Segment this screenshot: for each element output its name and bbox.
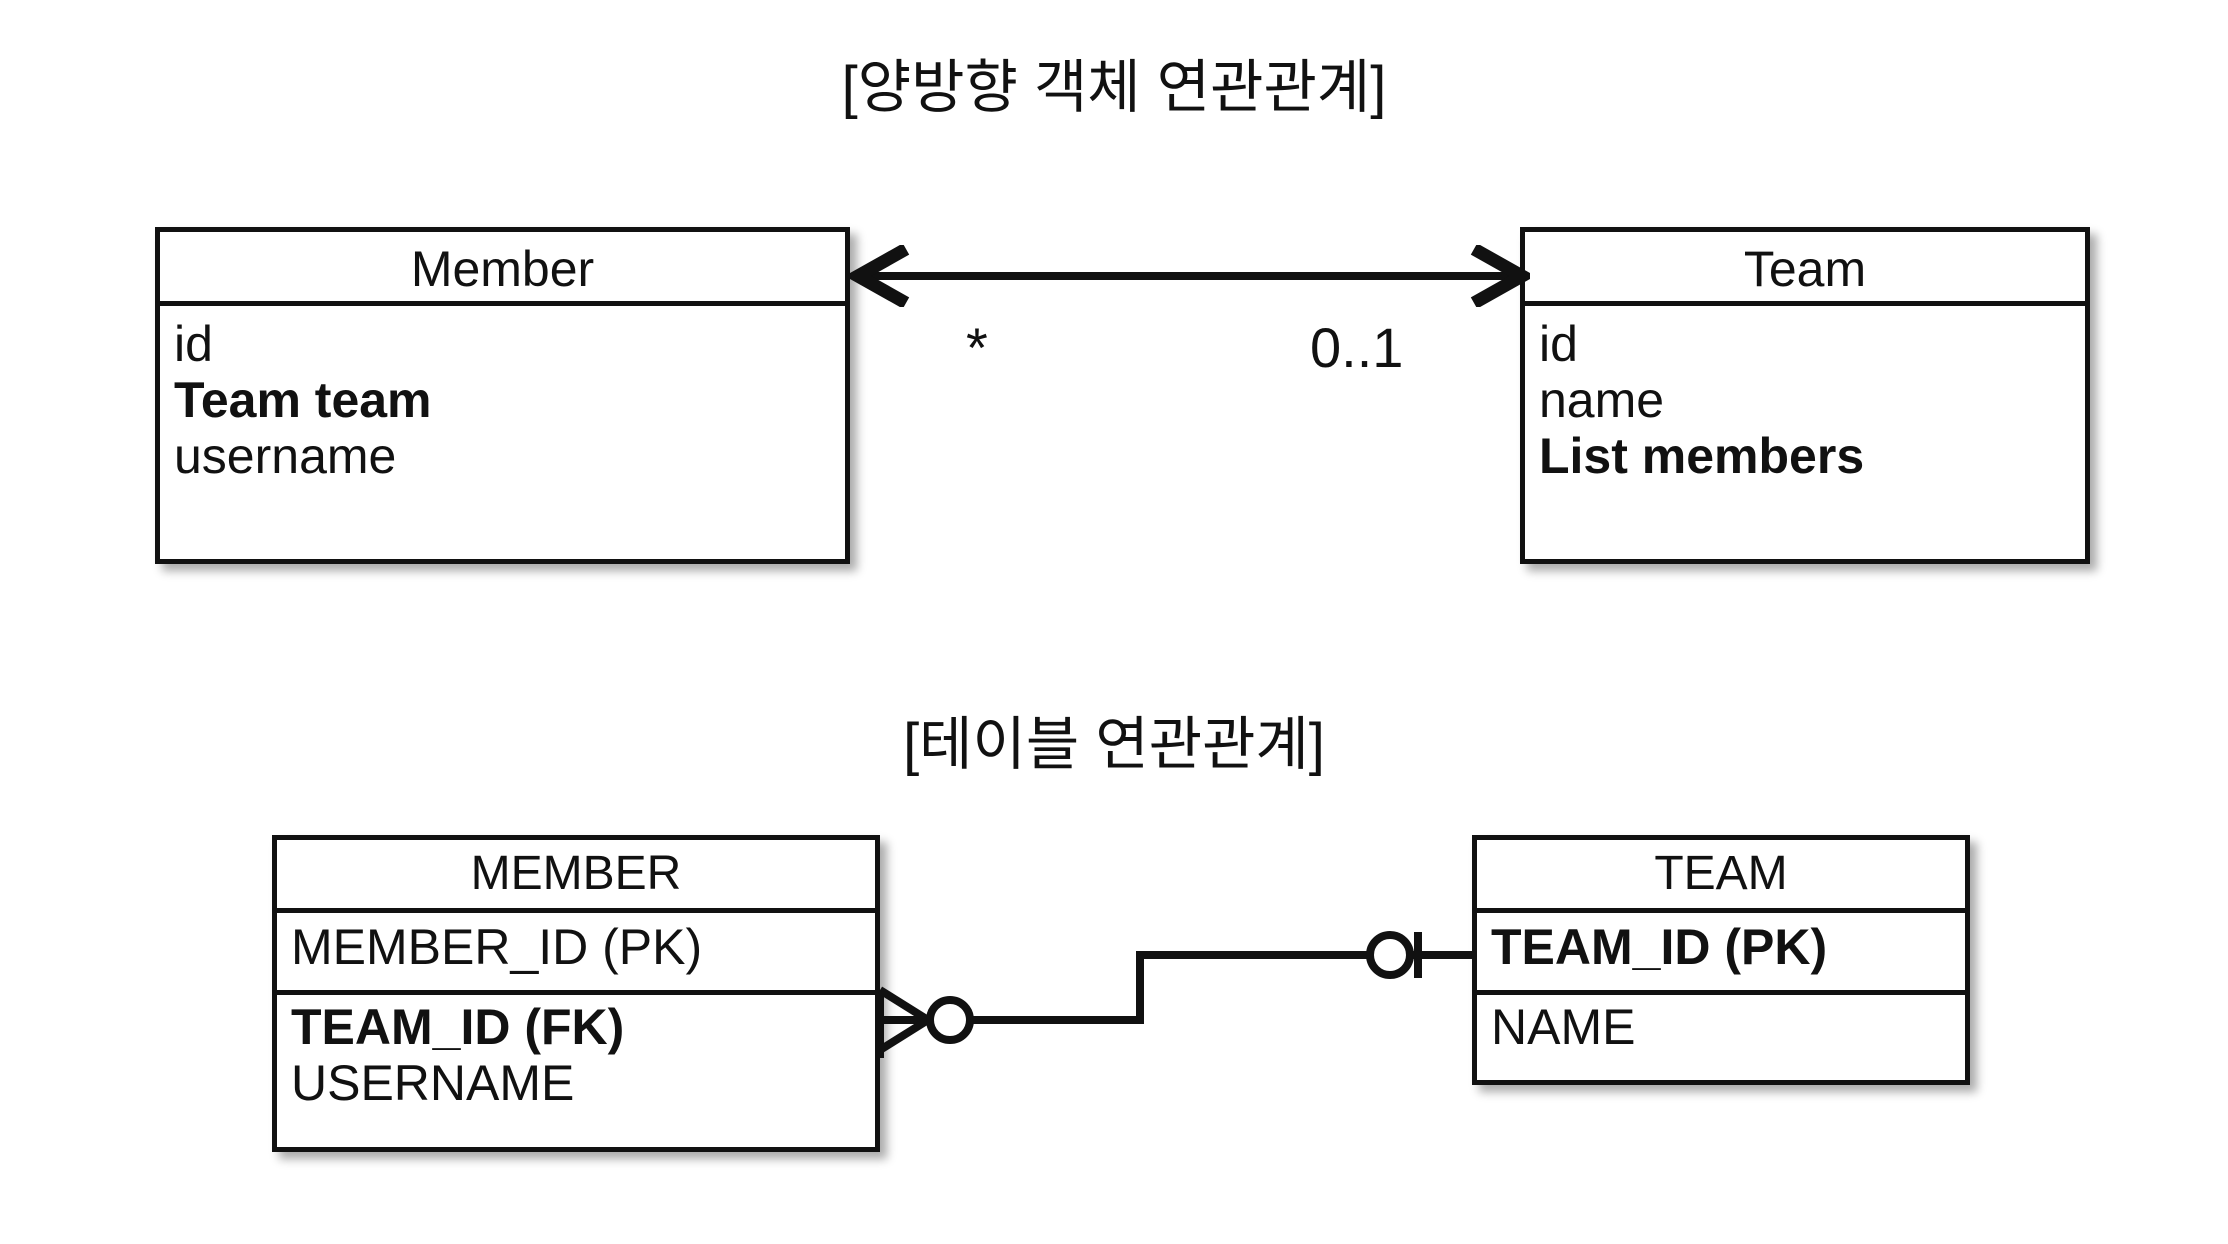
class-attributes-team: id name List members	[1525, 306, 2085, 484]
column-row: NAME	[1491, 999, 1636, 1055]
attribute-row: Team team	[174, 372, 432, 428]
crows-foot-many-icon	[876, 986, 931, 1058]
table-pk-section-team: TEAM_ID (PK)	[1477, 913, 1965, 990]
attribute-row: username	[174, 428, 397, 484]
optional-circle-icon	[926, 996, 974, 1044]
crows-foot-relationship-connector	[876, 931, 1472, 1058]
class-box-member: Member id Team team username	[155, 227, 850, 564]
class-box-team: Team id name List members	[1520, 227, 2090, 564]
object-association-title: [양방향 객체 연관관계]	[841, 55, 1387, 120]
column-row: TEAM_ID (FK)	[291, 999, 625, 1055]
attribute-row: List members	[1539, 428, 1865, 484]
multiplicity-right: 0..1	[1310, 316, 1404, 379]
table-name-team: TEAM	[1477, 840, 1965, 913]
column-row: USERNAME	[291, 1055, 575, 1111]
table-columns-section-member: TEAM_ID (FK) USERNAME	[277, 990, 875, 1111]
class-attributes-member: id Team team username	[160, 306, 845, 484]
class-name-member: Member	[160, 232, 845, 306]
optional-circle-icon	[1366, 931, 1414, 979]
table-box-member: MEMBER MEMBER_ID (PK) TEAM_ID (FK) USERN…	[272, 835, 880, 1152]
table-relationship-title: [테이블 연관관계]	[903, 712, 1325, 777]
attribute-row: id	[174, 316, 213, 372]
table-columns-section-team: NAME	[1477, 990, 1965, 1055]
attribute-row: name	[1539, 372, 1665, 428]
table-name-member: MEMBER	[277, 840, 875, 913]
table-pk-section-member: MEMBER_ID (PK)	[277, 913, 875, 990]
bidirectional-association-arrow-icon	[850, 245, 1530, 307]
class-name-team: Team	[1525, 232, 2085, 306]
column-row: TEAM_ID (PK)	[1491, 919, 1828, 975]
relationship-line	[970, 951, 1390, 1024]
multiplicity-left: *	[966, 316, 988, 379]
attribute-row: id	[1539, 316, 1578, 372]
table-box-team: TEAM TEAM_ID (PK) NAME	[1472, 835, 1970, 1085]
column-row: MEMBER_ID (PK)	[291, 919, 703, 975]
